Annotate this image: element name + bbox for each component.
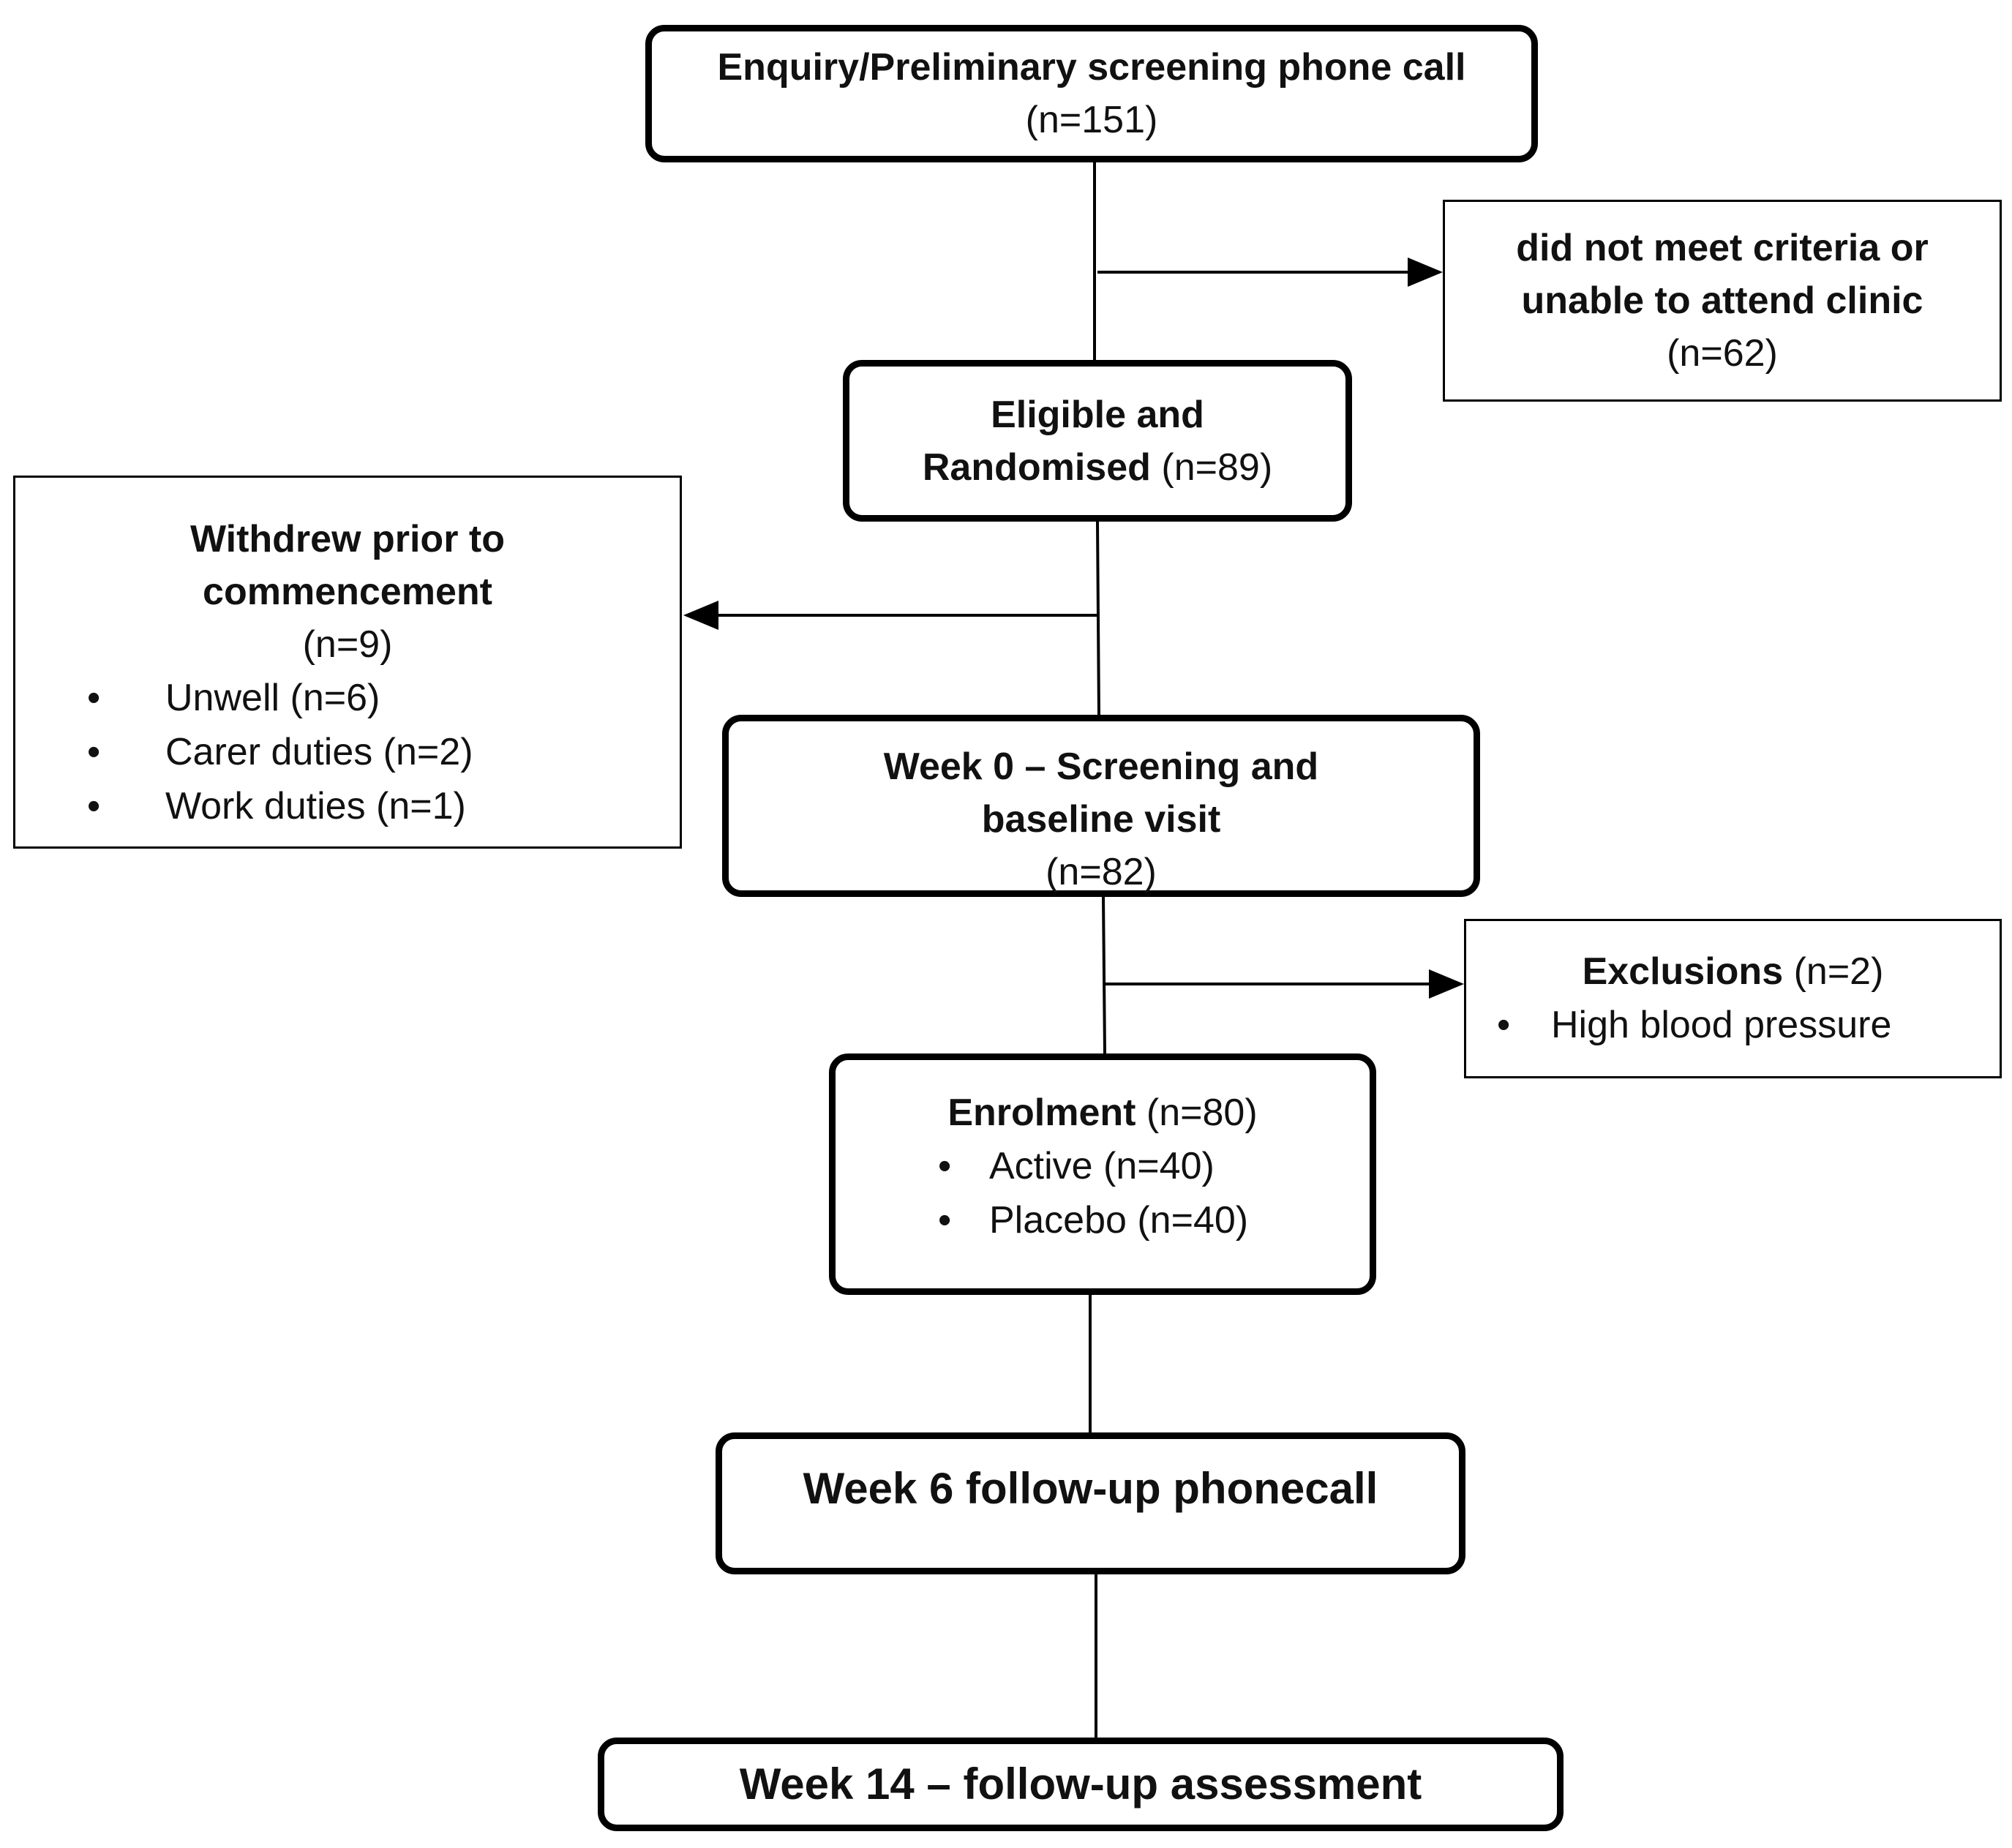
exclusion-reason: High blood pressure bbox=[1551, 1004, 1892, 1046]
list-item: • Placebo (n=40) bbox=[938, 1193, 1248, 1247]
enrolment-list: • Active (n=40) • Placebo (n=40) bbox=[938, 1139, 1248, 1247]
bullet-icon: • bbox=[87, 731, 101, 773]
list-item: • Active (n=40) bbox=[938, 1139, 1248, 1193]
week0-count: (n=82) bbox=[1046, 851, 1157, 893]
withdrew-reason: Unwell (n=6) bbox=[165, 677, 380, 719]
connector-eligible-week0 bbox=[1096, 521, 1100, 715]
withdrew-box: Withdrew prior to commencement (n=9) • Un… bbox=[13, 476, 682, 849]
week0-box: Week 0 – Screening and baseline visit (n… bbox=[722, 715, 1480, 897]
exclusions-box: Exclusions (n=2) • High blood pressure bbox=[1464, 919, 2002, 1078]
enquiry-title: Enquiry/Preliminary screening phone call bbox=[717, 46, 1466, 89]
not-met-line2: unable to attend clinic bbox=[1521, 279, 1923, 322]
enrolment-title-row: Enrolment (n=80) bbox=[947, 1086, 1257, 1139]
week6-box: Week 6 follow-up phonecall bbox=[716, 1432, 1465, 1574]
enquiry-box: Enquiry/Preliminary screening phone call… bbox=[645, 25, 1538, 162]
enquiry-count: (n=151) bbox=[1025, 99, 1158, 141]
week6-title: Week 6 follow-up phonecall bbox=[803, 1464, 1378, 1513]
week14-box: Week 14 – follow-up assessment bbox=[598, 1738, 1564, 1831]
not-met-count: (n=62) bbox=[1667, 332, 1778, 375]
exclusions-list: • High blood pressure bbox=[1476, 998, 1891, 1052]
connector-week0-enrolment bbox=[1102, 896, 1106, 1054]
not-met-line1: did not meet criteria or bbox=[1516, 227, 1929, 269]
withdrew-line2: commencement bbox=[203, 571, 492, 613]
enrolment-count: (n=80) bbox=[1146, 1092, 1258, 1134]
withdrew-count: (n=9) bbox=[302, 623, 393, 666]
exclusions-count: (n=2) bbox=[1793, 950, 1884, 993]
enrolment-title: Enrolment bbox=[947, 1092, 1136, 1134]
eligible-line2: Randomised bbox=[922, 446, 1151, 489]
bullet-icon: • bbox=[87, 785, 101, 827]
week14-title: Week 14 – follow-up assessment bbox=[739, 1759, 1422, 1808]
eligible-line1: Eligible and bbox=[991, 393, 1204, 436]
withdrew-line1: Withdrew prior to bbox=[190, 518, 505, 560]
eligible-line2-row: Randomised (n=89) bbox=[923, 441, 1272, 494]
bullet-icon: • bbox=[87, 677, 101, 719]
enrolment-arm: Active (n=40) bbox=[989, 1145, 1215, 1187]
week0-line2: baseline visit bbox=[981, 798, 1221, 841]
exclusions-title: Exclusions bbox=[1582, 950, 1784, 993]
list-item: • High blood pressure bbox=[1476, 998, 1891, 1052]
bullet-icon: • bbox=[938, 1145, 952, 1187]
not-met-box: did not meet criteria or unable to atten… bbox=[1443, 200, 2002, 402]
week0-line1: Week 0 – Screening and bbox=[883, 745, 1319, 788]
enrolment-box: Enrolment (n=80) • Active (n=40) • Placebo… bbox=[829, 1053, 1376, 1295]
withdrew-list: • Unwell (n=6) • Carer duties (n=2) • Work … bbox=[67, 671, 473, 833]
exclusions-title-row: Exclusions (n=2) bbox=[1583, 945, 1884, 998]
withdrew-reason: Carer duties (n=2) bbox=[165, 731, 473, 773]
bullet-icon: • bbox=[1497, 1004, 1511, 1046]
bullet-icon: • bbox=[938, 1199, 952, 1242]
enrolment-arm: Placebo (n=40) bbox=[989, 1199, 1249, 1242]
eligible-count: (n=89) bbox=[1161, 446, 1273, 489]
eligible-box: Eligible and Randomised (n=89) bbox=[843, 360, 1352, 522]
list-item: • Carer duties (n=2) bbox=[67, 725, 473, 779]
list-item: • Unwell (n=6) bbox=[67, 671, 473, 725]
list-item: • Work duties (n=1) bbox=[67, 779, 473, 833]
withdrew-reason: Work duties (n=1) bbox=[165, 785, 466, 827]
